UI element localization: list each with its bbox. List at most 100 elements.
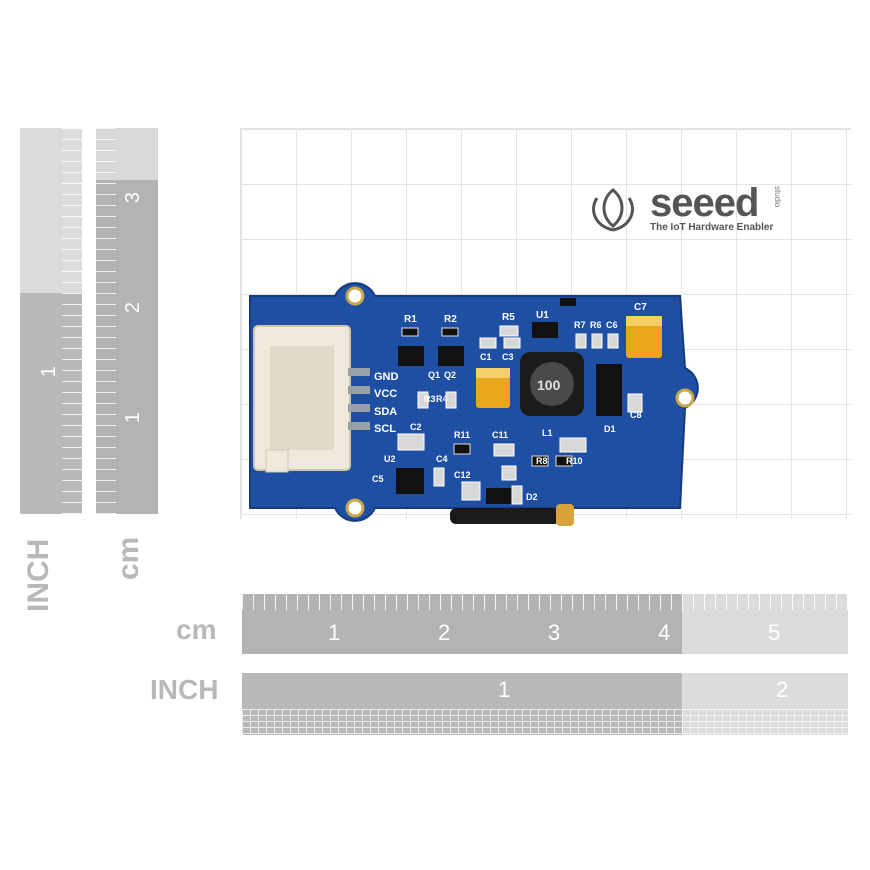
pcb-board: GND VCC SDA SCL 100 R1 R2 R5 U1 R7 R6 C6… (249, 282, 699, 526)
label-c4: C4 (436, 454, 448, 464)
pin-label-scl: SCL (374, 423, 396, 435)
capacitor (503, 337, 521, 349)
label-r5: R5 (502, 312, 515, 323)
capacitor (501, 465, 517, 481)
mount-hole (345, 498, 365, 518)
resistor (499, 325, 519, 337)
ruler-number: 3 (122, 191, 145, 204)
vibration-motor (450, 508, 560, 524)
ruler-number: 1 (122, 411, 145, 424)
label-l1: L1 (542, 428, 553, 438)
resistor (591, 333, 603, 349)
vertical-inch-ruler: 1 (20, 128, 82, 514)
label-u2: U2 (384, 454, 396, 464)
label-c7: C7 (634, 302, 647, 313)
ic-chip (532, 322, 558, 338)
label-c3: C3 (502, 352, 514, 362)
tantalum-capacitor (626, 316, 662, 358)
ruler-ticks (96, 128, 116, 514)
transistor (438, 346, 464, 366)
label-c5: C5 (372, 474, 384, 484)
label-r7: R7 (574, 320, 586, 330)
ruler-number: 2 (776, 677, 789, 702)
resistor (555, 455, 573, 467)
brand-name: seeed (650, 181, 759, 225)
connector-pin (348, 368, 370, 376)
vertical-cm-unit-label: cm (112, 536, 145, 580)
ic-chip (560, 298, 576, 306)
ruler-number: 1 (38, 365, 61, 378)
capacitor-band (626, 316, 662, 326)
brand-tagline: The IoT Hardware Enabler (650, 222, 774, 233)
connector-pin (348, 404, 370, 412)
transistor (398, 346, 424, 366)
inductor-marking: 100 (537, 377, 561, 393)
inductor-small (559, 437, 587, 453)
label-c11: C11 (492, 430, 508, 440)
capacitor (493, 443, 515, 457)
connector-pin (348, 386, 370, 394)
ruler-ticks (62, 128, 82, 514)
capacitor (397, 433, 425, 451)
pin-label-sda: SDA (374, 406, 397, 418)
resistor (401, 327, 419, 337)
ruler-ticks (242, 709, 848, 735)
capacitor-band (476, 368, 510, 378)
ruler-ticks (242, 594, 848, 610)
label-c8: C8 (630, 410, 642, 420)
label-q2: Q2 (444, 370, 456, 380)
label-q1: Q1 (428, 370, 440, 380)
horizontal-cm-unit-label: cm (176, 614, 217, 645)
ruler-number: 1 (328, 620, 341, 645)
pin-label-gnd: GND (374, 371, 399, 383)
capacitor (627, 393, 643, 413)
resistor (531, 455, 549, 467)
connector-pin (348, 422, 370, 430)
vertical-inch-unit-label: INCH (22, 538, 55, 612)
resistor (575, 333, 587, 349)
mount-hole (345, 286, 365, 306)
label-r10: R10 (566, 456, 583, 466)
label-c12: C12 (454, 470, 471, 480)
ruler-number: 4 (658, 620, 671, 645)
label-r8: R8 (536, 456, 548, 466)
connector-latch (265, 449, 289, 473)
capacitor (461, 481, 481, 501)
mount-hole (675, 388, 695, 408)
ruler-number: 5 (768, 620, 781, 645)
horizontal-inch-unit-label: INCH (150, 674, 219, 705)
resistor (441, 327, 459, 337)
label-r4: R4 (436, 394, 448, 404)
label-r1: R1 (404, 314, 417, 325)
pin-label-vcc: VCC (374, 388, 397, 400)
ruler-number: 2 (438, 620, 451, 645)
capacitor (607, 333, 619, 349)
diode (511, 485, 523, 505)
label-d2: D2 (526, 492, 538, 502)
seeed-logo-icon (592, 188, 634, 232)
capacitor (433, 467, 445, 487)
vertical-cm-ruler: 3 2 1 (96, 128, 158, 514)
ruler-number: 2 (122, 301, 145, 314)
diode (596, 364, 622, 416)
ruler-number: 3 (548, 620, 561, 645)
ruler-number: 1 (498, 677, 511, 702)
label-r3: R3 (424, 394, 436, 404)
capacitor (479, 337, 497, 349)
capacitor (445, 391, 457, 409)
ic-chip (396, 468, 424, 494)
label-u1: U1 (536, 310, 549, 321)
horizontal-inch-ruler: 1 2 (242, 673, 848, 735)
led (486, 488, 516, 504)
label-c1: C1 (480, 352, 492, 362)
connector-cavity (270, 346, 334, 450)
label-r11: R11 (454, 430, 470, 440)
horizontal-cm-ruler: 1 2 3 4 5 (242, 594, 848, 654)
brand-studio: studio (773, 186, 782, 208)
inductor-core (530, 362, 574, 406)
label-r2: R2 (444, 314, 457, 325)
motor-end-cap (556, 504, 574, 526)
label-r6: R6 (590, 320, 602, 330)
label-d1: D1 (604, 424, 616, 434)
capacitor (417, 391, 429, 409)
